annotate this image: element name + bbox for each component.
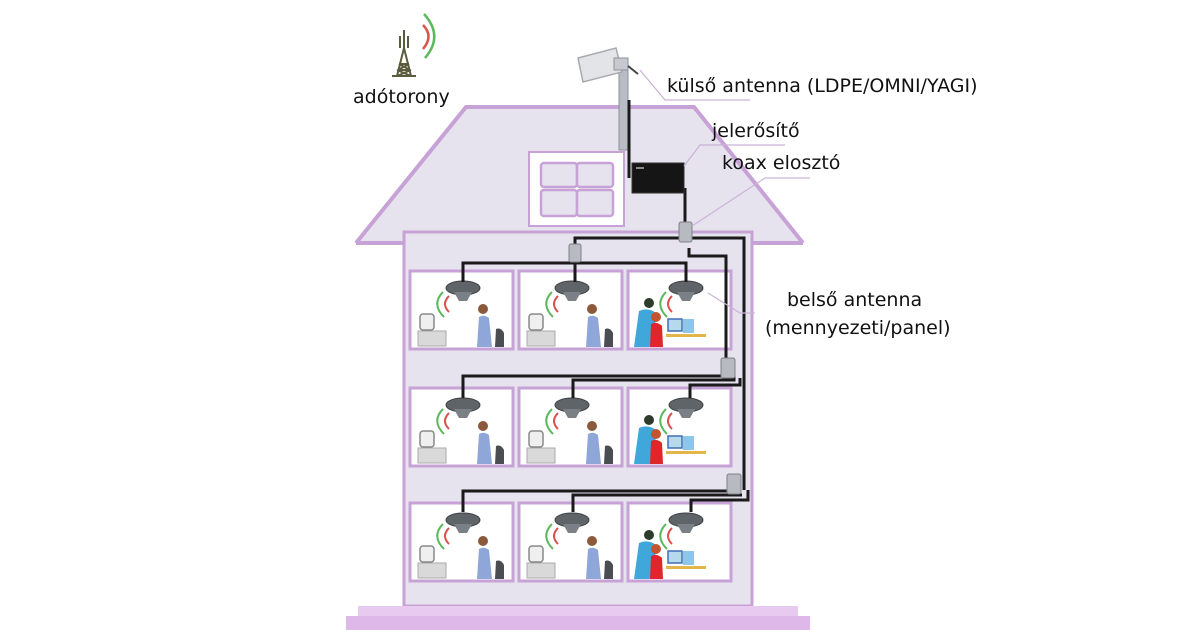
room-phone-call	[517, 501, 624, 583]
signal-wave-inner-icon	[553, 295, 559, 313]
tower-label: adótorony	[353, 86, 450, 108]
person-on-phone-icon	[417, 304, 504, 347]
signal-wave-outer-icon	[436, 523, 445, 550]
room-phone-call	[408, 501, 515, 583]
signal-wave-outer-icon	[659, 523, 668, 550]
people-at-computer-icon	[634, 530, 706, 579]
signal-wave-inner-icon	[444, 527, 450, 545]
signal-wave-outer-icon	[545, 523, 554, 550]
indoor-antenna-label: belső antenna	[787, 289, 922, 311]
ceiling-antenna-icon	[554, 512, 590, 533]
ceiling-antenna-icon	[668, 280, 704, 301]
attic-window	[528, 151, 625, 227]
signal-wave-inner-icon	[667, 295, 673, 313]
person-on-phone-icon	[417, 421, 504, 464]
ceiling-antenna-icon	[445, 397, 481, 418]
person-on-phone-icon	[417, 536, 504, 579]
person-on-phone-icon	[526, 421, 613, 464]
room-phone-call	[517, 386, 624, 468]
signal-wave-inner-icon	[444, 295, 450, 313]
room-phone-call	[517, 269, 624, 351]
people-at-computer-icon	[634, 298, 706, 347]
signal-wave-inner-icon	[667, 412, 673, 430]
signal-wave-outer-icon	[545, 408, 554, 435]
signal-wave-inner-icon	[667, 527, 673, 545]
signal-booster-icon	[631, 162, 685, 194]
person-on-phone-icon	[526, 536, 613, 579]
signal-wave-inner-icon	[553, 412, 559, 430]
room-phone-call	[408, 269, 515, 351]
coax-splitter-icon	[568, 243, 582, 263]
rooms	[408, 269, 733, 583]
ceiling-antenna-icon	[668, 512, 704, 533]
coax-splitter-icon	[720, 357, 736, 379]
room-computer-work	[626, 269, 733, 351]
ceiling-antenna-icon	[554, 397, 590, 418]
coax-splitter-icon	[726, 473, 742, 495]
coax-cables	[461, 100, 750, 512]
signal-wave-inner-icon	[422, 24, 430, 50]
signal-wave-outer-icon	[545, 291, 554, 318]
splitter-label: koax elosztó	[722, 152, 840, 174]
ceiling-antenna-icon	[668, 397, 704, 418]
people-at-computer-icon	[634, 415, 706, 464]
person-on-phone-icon	[526, 304, 613, 347]
ceiling-antenna-icon	[445, 512, 481, 533]
leader-lines	[639, 69, 810, 314]
room-phone-call	[408, 386, 515, 468]
room-computer-work	[626, 386, 733, 468]
transmission-tower-icon	[392, 13, 436, 77]
outdoor-antenna-icon	[577, 47, 639, 151]
coax-splitter-icon	[678, 221, 693, 243]
signal-wave-outer-icon	[659, 408, 668, 435]
signal-wave-outer-icon	[436, 408, 445, 435]
room-computer-work	[626, 501, 733, 583]
signal-wave-outer-icon	[659, 291, 668, 318]
signal-wave-outer-icon	[436, 291, 445, 318]
foundation-upper	[358, 606, 798, 616]
ceiling-antenna-icon	[554, 280, 590, 301]
outdoor-antenna-label: külső antenna (LDPE/OMNI/YAGI)	[667, 75, 978, 97]
indoor-antenna-sublabel: (mennyezeti/panel)	[765, 317, 951, 339]
booster-label: jelerősítő	[711, 120, 800, 142]
signal-wave-inner-icon	[553, 527, 559, 545]
signal-wave-outer-icon	[423, 13, 436, 59]
signal-wave-inner-icon	[444, 412, 450, 430]
foundation-lower	[346, 616, 810, 630]
